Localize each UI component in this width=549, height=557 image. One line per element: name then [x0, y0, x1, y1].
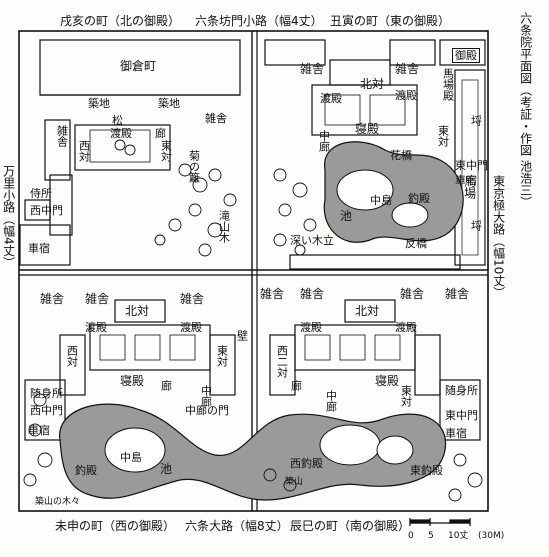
- label-kabe: 壁: [235, 330, 249, 341]
- map-title: 六条院平面図（考証・作図 池浩三）: [518, 12, 533, 208]
- label-uma-dono: 馬場殿: [441, 68, 455, 101]
- scale-tick-0: 0: [408, 531, 414, 541]
- label-shinden-bl: 寝殿: [120, 374, 145, 388]
- island-se: [319, 424, 381, 466]
- label-kuruma-tl: 車宿: [28, 242, 50, 255]
- pond-northeast: [323, 141, 464, 243]
- label-baba: 馬場: [462, 175, 477, 199]
- label-sorihashi: 反橋: [405, 237, 427, 250]
- label-zuijin-br: 随身所: [445, 384, 478, 397]
- baba-track: [454, 69, 486, 266]
- label-ike-bl: 池: [160, 462, 173, 476]
- road-bottom-left: 未申の町（西の御殿）: [55, 519, 176, 533]
- label-shinden-br: 寝殿: [375, 374, 400, 388]
- label-zousha-tl1: 雑舎: [205, 112, 227, 125]
- label-nishi-tai-br: 西二対: [275, 345, 289, 378]
- label-takiyama: 滝山木: [217, 210, 231, 243]
- label-tsuri-bl: 釣殿: [75, 464, 97, 477]
- label-tsukiyama-br: 築山: [285, 477, 304, 487]
- label-zuijin-bl: 随身所: [30, 387, 63, 400]
- label-kitatai-tr: 北対: [360, 77, 385, 91]
- label-higashi-tai-br: 東対: [399, 385, 413, 407]
- label-zousha-l3: 雑舎: [180, 292, 205, 306]
- label-chu-rou-tr: 中廊: [317, 130, 331, 152]
- road-bottom-right: 辰巳の町（南の御殿）: [290, 519, 411, 533]
- label-minami-tsukiyama: 築山の木々: [35, 497, 81, 507]
- scale-tick-5: 5: [428, 531, 434, 541]
- label-rachi: 埒: [469, 115, 483, 126]
- label-nishi-chumon-bl: 西中門: [30, 404, 63, 417]
- label-matsu: 松: [112, 114, 123, 127]
- label-tsuiji-2: 築地: [158, 97, 180, 110]
- scale-bar: [409, 518, 471, 526]
- scale-tick-10: 10丈: [448, 531, 469, 541]
- label-nakajima-bl: 中島: [120, 451, 142, 464]
- label-mikura: 御倉町: [120, 59, 157, 73]
- label-shinden-tr: 寝殿: [355, 122, 380, 136]
- road-left: 万里小路（幅4丈）: [1, 165, 16, 269]
- label-kitatai-br: 北対: [355, 304, 380, 318]
- label-watadono-br2: 渡殿: [395, 321, 417, 334]
- label-kitatai-bl: 北対: [125, 304, 150, 318]
- label-tsuiji-1: 築地: [88, 97, 110, 110]
- label-zousha-l1: 雑舎: [40, 292, 65, 306]
- island-ne: [336, 169, 394, 211]
- label-higashi-chumon-br: 東中門: [445, 409, 478, 422]
- label-nakajima-tr: 中島: [370, 194, 392, 207]
- label-rou-tl: 廊: [155, 127, 166, 140]
- label-chu-rou-br: 中廊: [324, 390, 338, 412]
- label-chu-rou-bl: 中廊: [199, 385, 213, 407]
- label-zousha-l2: 雑舎: [85, 292, 110, 306]
- label-higashi-tai-tl: 東対: [159, 140, 173, 162]
- label-zousha-tr2: 雑舎: [395, 62, 420, 76]
- label-zousha-mid3: 雑舎: [445, 287, 470, 301]
- label-watadono-tr2: 渡殿: [395, 89, 417, 102]
- road-top-left: 戌亥の町（北の御殿）: [60, 14, 181, 28]
- label-chunomon: 中廊の門: [185, 404, 229, 417]
- label-goten-tr: 御殿: [452, 48, 480, 63]
- label-kuruma-br: 車宿: [445, 427, 467, 440]
- label-rachi-2: 埒: [469, 220, 483, 231]
- label-zousha-tr1: 雑舎: [300, 62, 325, 76]
- tl-shinden: [74, 124, 171, 171]
- road-right: 東京極大路（幅10丈）: [491, 175, 506, 299]
- outer-wall: [18, 30, 489, 512]
- label-watadono-bl: 渡殿: [85, 321, 107, 334]
- label-nishi-tai-bl: 西対: [65, 345, 79, 367]
- label-zousha-mid4: 雑舎: [260, 287, 285, 301]
- label-higashi-tai-tr: 東対: [436, 125, 450, 147]
- scale-unit: (30M): [478, 531, 505, 541]
- label-watadono-bl2: 渡殿: [180, 321, 202, 334]
- label-watadono-br: 渡殿: [300, 321, 322, 334]
- road-bottom-mid: 六条大路（幅8丈）: [185, 519, 289, 533]
- label-zousha-mid2: 雑舎: [400, 287, 425, 301]
- label-kiku: 菊の籬: [187, 150, 201, 183]
- label-watadono-tr: 渡殿: [320, 92, 342, 105]
- label-nishi-tai-tl: 西対: [77, 140, 91, 162]
- label-nishi-chumon-tl: 西中門: [30, 204, 63, 217]
- label-higashi-chumon-tr: 東中門: [455, 159, 488, 172]
- label-rou-bl: 廊: [159, 380, 173, 391]
- road-top-mid: 六条坊門小路（幅4丈）: [195, 14, 323, 28]
- label-tsuri-br: 東釣殿: [410, 464, 443, 477]
- label-nishi-tsuri-br: 西釣殿: [290, 457, 323, 470]
- label-zousha-mid1: 雑舎: [300, 287, 325, 301]
- label-hanahashi: 花橋: [390, 149, 412, 162]
- label-kuruma-tr: 車宿: [455, 174, 477, 187]
- label-tsuri-tr: 釣殿: [408, 192, 430, 205]
- label-higashi-tai-bl: 東対: [215, 345, 229, 367]
- label-samurai-tl: 侍所: [30, 187, 52, 200]
- label-zousha-tl2: 雑舎: [55, 125, 69, 147]
- label-watadono-tl: 渡殿: [110, 127, 132, 140]
- label-kuruma-bl: 車宿: [28, 424, 50, 437]
- label-ike-tr: 池: [340, 209, 353, 223]
- road-top-right: 丑寅の町（東の御殿）: [330, 14, 451, 28]
- island-sw: [104, 427, 166, 473]
- label-fukamiyama: 深い木立: [290, 234, 334, 247]
- label-rou-br: 廊: [289, 380, 303, 391]
